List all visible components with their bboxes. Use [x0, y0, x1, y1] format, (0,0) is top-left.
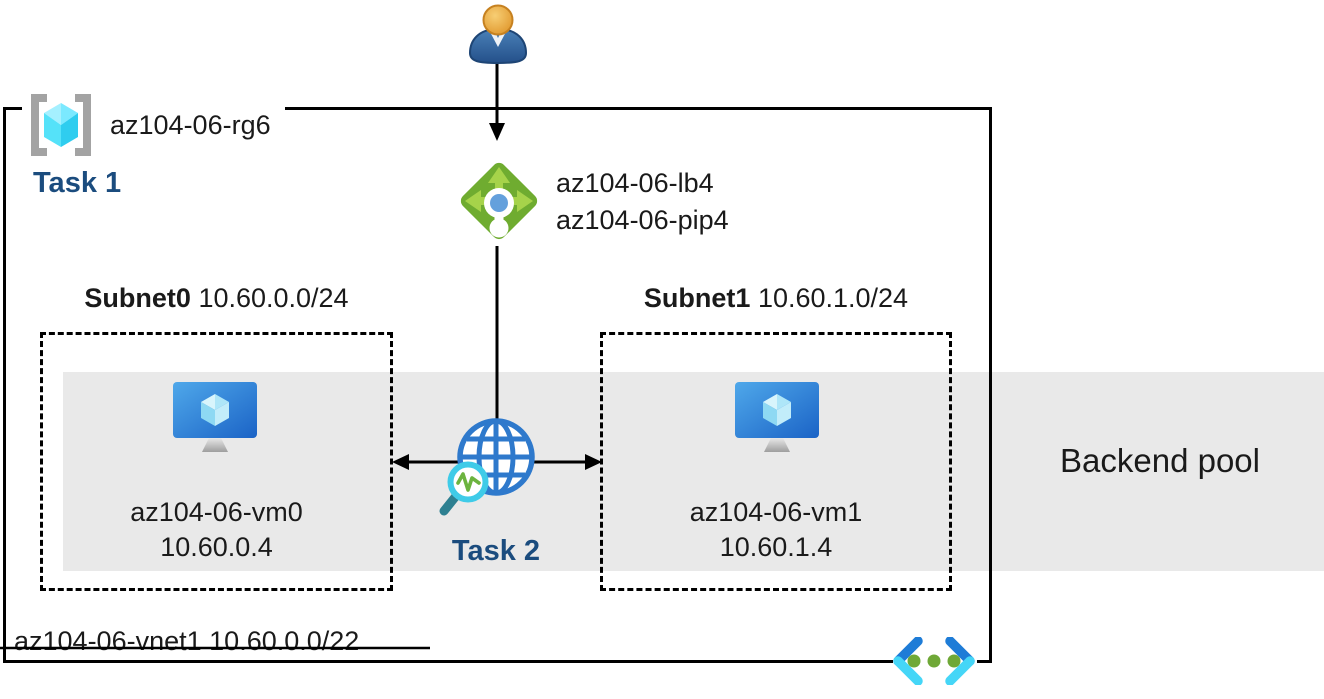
load-balancer-labels: az104-06-lb4 az104-06-pip4	[556, 165, 729, 239]
subnet1-cidr: 10.60.1.0/24	[757, 283, 909, 313]
load-balancer-icon	[460, 162, 538, 240]
pulse-line	[456, 472, 481, 492]
virtual-network-icon	[893, 637, 975, 685]
vnet-label: az104-06-vnet1 10.60.0.0/22	[14, 626, 359, 657]
subnet0-title: Subnet0 10.60.0.0/24	[40, 283, 393, 314]
task1-label: Task 1	[33, 167, 122, 199]
network-watcher-globe-icon	[439, 418, 535, 516]
resource-group-name: az104-06-rg6	[110, 109, 271, 140]
subnet0-cidr: 10.60.0.0/24	[198, 283, 349, 313]
public-ip-name: az104-06-pip4	[556, 205, 729, 235]
magnifier-ring	[447, 461, 489, 503]
vm1-name: az104-06-vm1	[689, 497, 863, 527]
subnet1-title: Subnet1 10.60.1.0/24	[600, 283, 952, 314]
vm0-label: az104-06-vm0 10.60.0.4	[40, 495, 393, 565]
task2-label: Task 2	[451, 535, 541, 567]
load-balancer-name: az104-06-lb4	[556, 168, 714, 198]
subnet1-name: Subnet1	[643, 283, 751, 313]
vnet-name: az104-06-vnet1	[14, 626, 202, 656]
resource-group-icon	[31, 94, 91, 156]
vm1-label: az104-06-vm1 10.60.1.4	[600, 495, 952, 565]
resource-group-header: az104-06-rg6	[22, 91, 285, 159]
right-bracket	[75, 94, 91, 156]
user-icon	[468, 4, 528, 65]
backend-pool-label: Backend pool	[1060, 442, 1260, 479]
subnet0-boundary	[40, 332, 393, 591]
vm0-name: az104-06-vm0	[130, 497, 303, 527]
magnifier-handle	[439, 491, 461, 516]
virtual-machine-icon-vm0	[173, 382, 257, 452]
vnet-cidr: 10.60.0.0/22	[209, 626, 360, 656]
subnet0-name: Subnet0	[84, 283, 191, 313]
vm0-ip: 10.60.0.4	[160, 532, 273, 562]
vm1-ip: 10.60.1.4	[719, 532, 833, 562]
virtual-machine-icon-vm1	[735, 382, 819, 452]
backend-pool-band	[63, 372, 1324, 571]
left-bracket	[31, 94, 47, 156]
